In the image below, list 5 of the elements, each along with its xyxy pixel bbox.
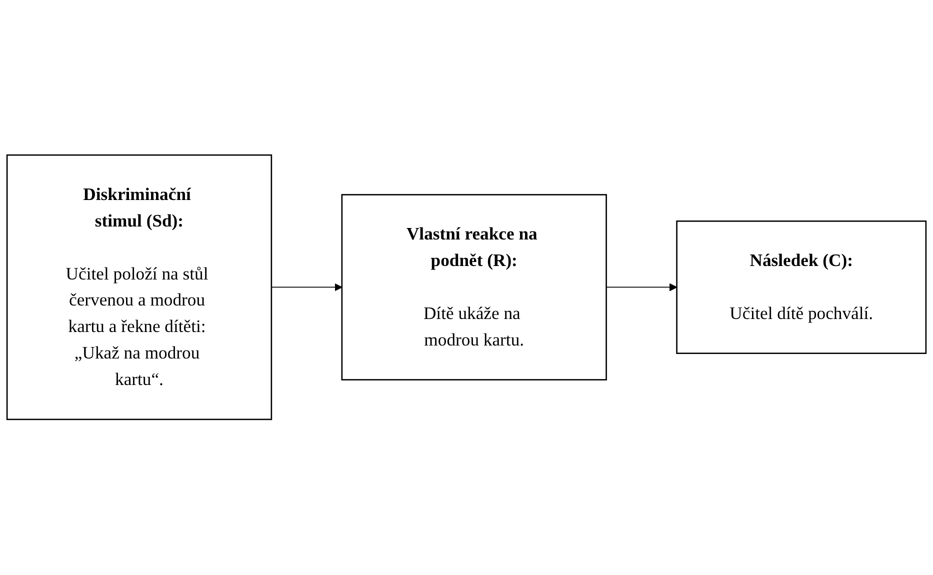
node-box: Vlastní reakce na podnět (R): Dítě ukáže na modrou kartu. bbox=[341, 194, 607, 381]
arrow bbox=[270, 284, 342, 292]
node-box: Následek (C): Učitel dítě pochválí. bbox=[676, 220, 927, 354]
node-box: Diskriminační stimul (Sd): Učitel položí na stůl červenou a modrou kartu a řekne dítěti: „Ukaž na modrou kartu“. bbox=[6, 154, 272, 420]
arrow bbox=[606, 284, 678, 292]
